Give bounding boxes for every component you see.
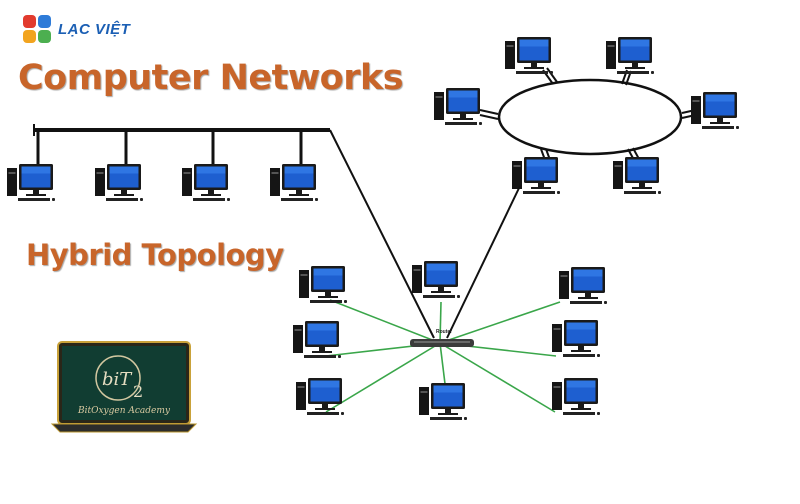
academy-logo-mark: biT xyxy=(102,369,133,390)
star-computer xyxy=(552,378,600,415)
page-subtitle: Hybrid Topology xyxy=(26,238,284,272)
bus-computer xyxy=(95,164,143,201)
star-computer xyxy=(296,378,344,415)
ring-to-router-cable xyxy=(446,185,521,339)
star-computer xyxy=(559,267,607,304)
star-computer xyxy=(293,321,341,358)
academy-badge: biT 2 BitOxygen Academy xyxy=(50,341,198,433)
academy-logo-ring xyxy=(95,355,141,401)
star-link xyxy=(329,299,441,344)
star-link xyxy=(439,301,442,344)
star-link xyxy=(325,342,441,413)
router-label: Router xyxy=(436,329,452,335)
star-computer xyxy=(419,383,467,420)
bus-computer xyxy=(7,164,55,201)
ring-computer xyxy=(613,157,661,194)
ring-computer xyxy=(691,92,739,129)
star-link xyxy=(439,342,556,413)
ring-computer xyxy=(505,37,553,74)
star-computer xyxy=(299,266,347,303)
star-computer xyxy=(412,261,460,298)
star-topology: Router xyxy=(293,261,607,420)
bus-computer xyxy=(182,164,230,201)
brand-name: LẠC VIỆT xyxy=(58,20,131,38)
academy-logo-superscript: 2 xyxy=(133,382,143,401)
brand-header: LẠC VIỆT xyxy=(22,14,130,44)
star-computer xyxy=(552,320,600,357)
bus-to-router-cable xyxy=(329,129,435,339)
bus-topology xyxy=(7,124,330,201)
page-title: Computer Networks xyxy=(18,58,404,98)
ring-cable xyxy=(497,78,683,156)
router: Router xyxy=(410,329,474,347)
academy-name: BitOxygen Academy xyxy=(77,406,171,416)
ring-computer xyxy=(434,88,482,125)
bus-computer xyxy=(270,164,318,201)
ring-computer xyxy=(606,37,654,74)
ring-topology xyxy=(434,37,739,194)
brand-logo-icon xyxy=(23,15,51,43)
star-link xyxy=(439,301,561,344)
